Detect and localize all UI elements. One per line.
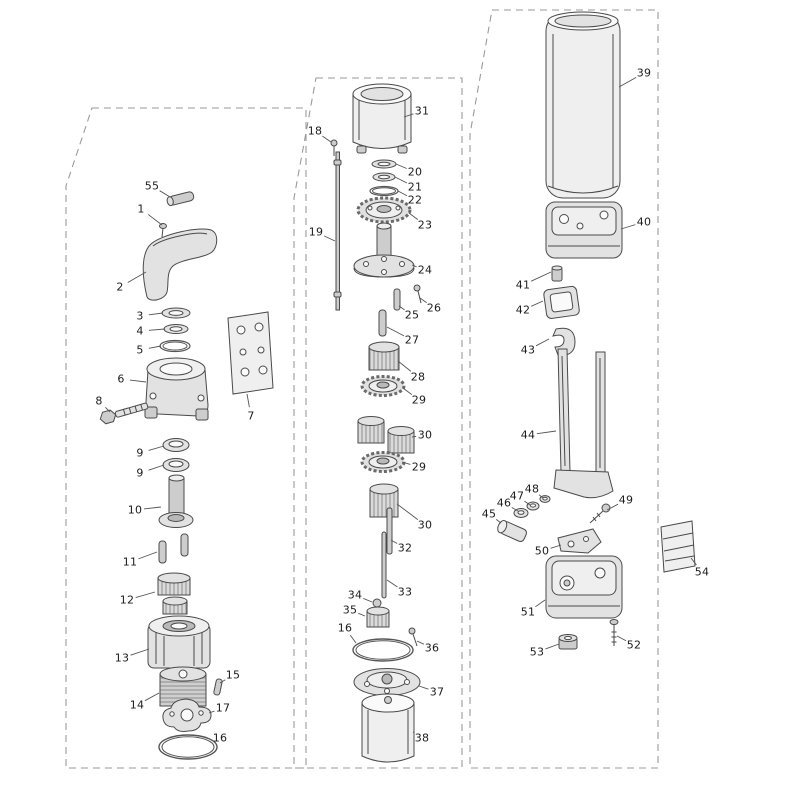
section-boundaries [65, 9, 659, 769]
part-42-gasket [543, 285, 580, 319]
part-31-outer-cup [352, 83, 412, 154]
part-7-mounting-plate [227, 311, 274, 395]
part-37-pump-head-disc [353, 668, 421, 696]
part-41-bushing [551, 265, 563, 282]
part-29-impeller-upper [360, 375, 406, 397]
part-2-cover-handle [142, 228, 218, 301]
part-4-washer [163, 324, 189, 334]
part-33-long-pin [381, 531, 387, 599]
part-24-flanged-shaft [353, 222, 415, 278]
part-53-nut [558, 634, 578, 650]
part-9-bearing-lower [162, 458, 190, 472]
part-17-cam-plate [162, 698, 212, 732]
part-19-long-rod [333, 151, 342, 311]
part-6-bearing-housing [144, 357, 209, 421]
part-16-o-ring-middle [352, 638, 414, 662]
part-21-washer [372, 172, 396, 182]
part-13-stator [147, 615, 211, 669]
part-45-coupler [497, 520, 527, 542]
part-8-bolt [99, 402, 149, 425]
part-15-pin [213, 678, 223, 696]
part-12-bearing-set [157, 572, 191, 615]
part-29-impeller-lower [360, 451, 406, 473]
part-51-motor-housing-bottom [545, 555, 623, 619]
part-5-o-ring [159, 339, 191, 353]
part-35-bearing-small [366, 606, 390, 628]
part-27-pin [378, 309, 387, 337]
part-23-gear-disc [356, 196, 412, 224]
part-50-terminal-bracket [557, 528, 602, 554]
part-11-coupling-pins [158, 533, 189, 564]
part-34-ball [372, 598, 382, 608]
part-1-screw [159, 223, 167, 238]
part-3-washer [161, 307, 191, 319]
part-32-shaft [386, 507, 393, 555]
part-18-screw [330, 139, 338, 156]
part-16-o-ring-left [158, 734, 218, 760]
part-9-bearing-upper [162, 438, 190, 452]
part-30-bearing-pair [357, 416, 415, 454]
part-40-motor-housing-top [545, 201, 623, 259]
callout-leader-lines [105, 77, 697, 744]
part-47-washer [526, 501, 540, 511]
part-36-screw [408, 627, 418, 647]
part-28-bearing [368, 341, 400, 371]
part-30-bearing-single [369, 483, 399, 518]
part-52-screw [609, 619, 619, 646]
part-54-wall-bracket [660, 520, 696, 573]
part-39-outer-tube [545, 11, 621, 199]
part-38-motor-can [361, 693, 415, 763]
part-26-screw [413, 284, 422, 304]
part-25-pin [393, 288, 401, 311]
part-10-shaft-sleeve [158, 474, 194, 528]
part-49-screw [589, 503, 611, 524]
part-55-pin [166, 191, 195, 207]
part-20-washer [371, 159, 397, 169]
part-22-o-ring [369, 185, 399, 197]
part-44-bracket-fork [553, 348, 614, 499]
